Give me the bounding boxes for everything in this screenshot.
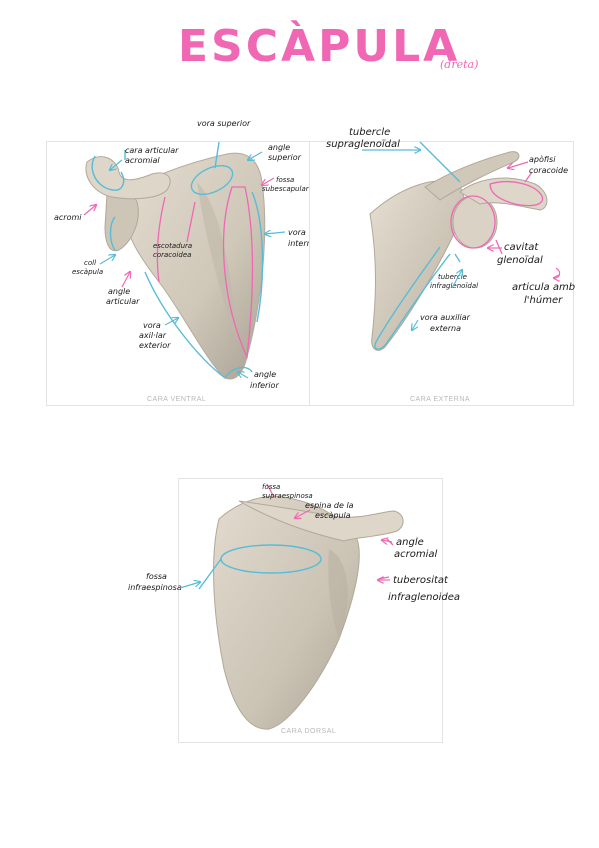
label-vora-superior: vora superior bbox=[197, 119, 251, 128]
label-angle-inferior-2: inferior bbox=[250, 381, 279, 390]
label-escotadura-1: escotadura bbox=[153, 242, 193, 250]
page-title: ESCÀPULA bbox=[178, 21, 461, 72]
label-vora-axil-1: vora bbox=[143, 321, 161, 330]
label-escotadura-2: coracoidea bbox=[153, 251, 192, 259]
label-vora-axil-3: exterior bbox=[139, 341, 171, 350]
label-angle-articular-2: articular bbox=[106, 297, 140, 306]
label-tubercle-supra-1: tubercle bbox=[349, 127, 391, 138]
label-angle-superior-2: superior bbox=[268, 153, 301, 162]
label-tubercle-infra-2: infraglenoïdal bbox=[430, 282, 479, 290]
label-tuberositat-2: infraglenoidea bbox=[388, 592, 461, 603]
label-apofisi-1: apòfisi bbox=[529, 155, 556, 164]
panel-cara-externa: CARA EXTERNA bbox=[309, 141, 574, 406]
label-vora-axil-ext-1: vora auxiliar bbox=[420, 313, 470, 322]
label-angle-inferior-1: angle bbox=[254, 370, 277, 379]
label-cara-articular-1: cara articular bbox=[125, 146, 179, 155]
caption-cara-dorsal: CARA DORSAL bbox=[281, 728, 337, 735]
label-acromi: acromi bbox=[54, 213, 82, 222]
bone-dorsal-illustration bbox=[213, 495, 404, 730]
label-articula-2: l'húmer bbox=[524, 295, 563, 306]
panel-cara-dorsal: CARA DORSAL bbox=[178, 478, 443, 743]
label-coll-2: escàpula bbox=[72, 268, 104, 276]
label-fossa-supra-1: fossa bbox=[262, 483, 281, 491]
label-fossa-infra-2: infraespinosa bbox=[128, 583, 182, 592]
label-fossa-infra-1: fossa bbox=[146, 572, 167, 581]
label-tuberositat-1: tuberositat bbox=[393, 575, 448, 586]
label-espina-2: escàpula bbox=[315, 511, 351, 520]
label-angle-superior-1: angle bbox=[268, 143, 291, 152]
label-vora-axil-ext-2: externa bbox=[430, 324, 461, 333]
label-fossa-subescapular-2: subescapular bbox=[262, 185, 309, 193]
label-angle-articular-1: angle bbox=[108, 287, 131, 296]
label-vora-axil-2: axil·lar bbox=[139, 331, 167, 340]
label-cara-articular-2: acromial bbox=[125, 156, 160, 165]
label-articula-1: articula amb bbox=[512, 282, 576, 293]
label-vora-vertebral-2: interna bbox=[288, 239, 317, 248]
label-tubercle-infra-1: tubercle bbox=[438, 273, 467, 281]
caption-cara-ventral: CARA VENTRAL bbox=[147, 396, 207, 403]
label-espina-1: espina de la bbox=[305, 501, 354, 510]
label-fossa-subescapular-1: fossa bbox=[276, 176, 295, 184]
label-cavitat-2: glenoïdal bbox=[497, 255, 543, 266]
label-angle-acromial-1: angle bbox=[396, 537, 424, 548]
caption-cara-externa: CARA EXTERNA bbox=[410, 396, 471, 403]
label-cavitat-1: cavitat bbox=[504, 242, 539, 253]
label-tubercle-supra-2: supraglenoïdal bbox=[326, 139, 400, 150]
label-fossa-supra-2: supraespinosa bbox=[262, 492, 313, 500]
label-coll-1: coll bbox=[84, 259, 97, 267]
label-angle-acromial-2: acromial bbox=[394, 549, 438, 560]
label-apofisi-2: coracoide bbox=[529, 166, 568, 175]
page-subtitle: (dreta) bbox=[440, 58, 479, 71]
